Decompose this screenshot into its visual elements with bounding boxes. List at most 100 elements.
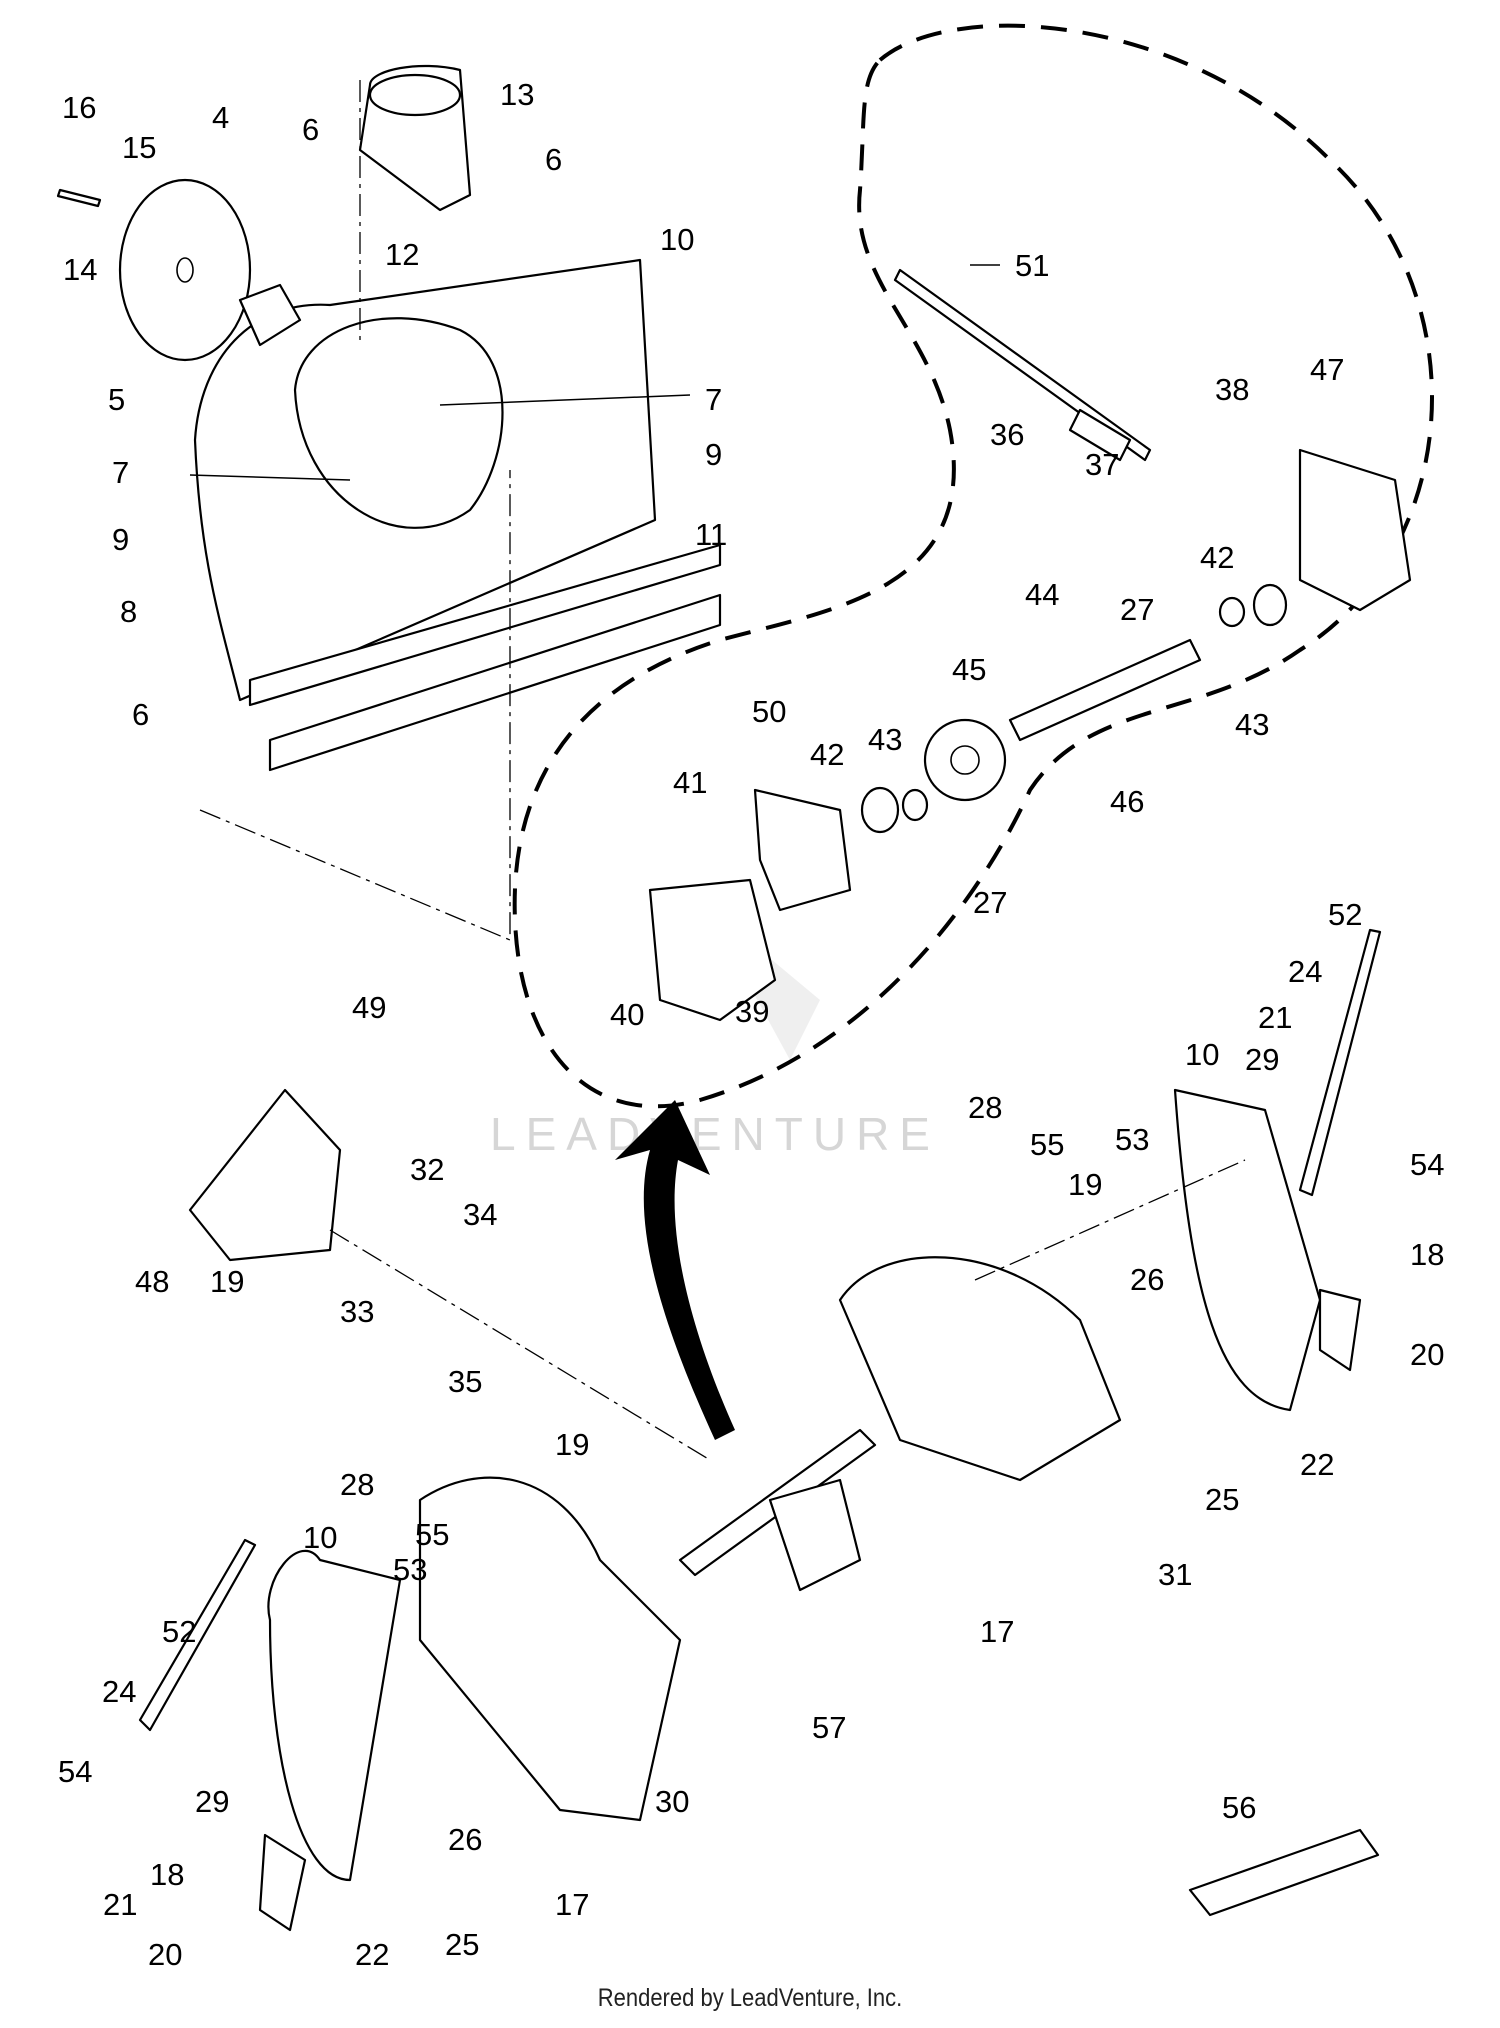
skid-52-right xyxy=(1298,928,1382,1197)
callout: 27 xyxy=(1120,592,1154,627)
callout: 19 xyxy=(1068,1167,1102,1202)
callout: 44 xyxy=(1025,577,1059,612)
callout: 54 xyxy=(58,1754,92,1789)
callout: 26 xyxy=(1130,1262,1164,1297)
callout: 25 xyxy=(1205,1482,1239,1517)
callout: 45 xyxy=(952,652,986,687)
callout: 36 xyxy=(990,417,1024,452)
callout: 43 xyxy=(868,722,902,757)
callout: 41 xyxy=(673,765,707,800)
callout: 32 xyxy=(410,1152,444,1187)
pulley-hub xyxy=(176,257,194,283)
callout: 52 xyxy=(1328,897,1362,932)
callout: 9 xyxy=(705,437,722,472)
skid-52-left xyxy=(138,1538,257,1732)
gasket-50 xyxy=(753,788,852,912)
callout: 33 xyxy=(340,1294,374,1329)
callout: 48 xyxy=(135,1264,169,1299)
callout: 43 xyxy=(1235,707,1269,742)
callout: 10 xyxy=(303,1520,337,1555)
bushing-43 xyxy=(860,786,900,834)
callout: 12 xyxy=(385,237,419,272)
bolt-16 xyxy=(56,188,102,208)
callout: 54 xyxy=(1410,1147,1444,1182)
callout: 39 xyxy=(735,994,769,1029)
callout: 7 xyxy=(112,455,129,490)
callout: 38 xyxy=(1215,372,1249,407)
washer-27 xyxy=(901,788,929,822)
callout: 29 xyxy=(1245,1042,1279,1077)
side-plate-10-left xyxy=(267,1549,402,1882)
callout: 14 xyxy=(63,252,97,287)
callout: 28 xyxy=(968,1090,1002,1125)
callout: 35 xyxy=(448,1364,482,1399)
gearbox-arrow xyxy=(615,1100,735,1440)
callout: 52 xyxy=(162,1614,196,1649)
callout: 42 xyxy=(810,737,844,772)
callout: 10 xyxy=(660,222,694,257)
callout: 57 xyxy=(812,1710,846,1745)
callout: 19 xyxy=(555,1427,589,1462)
bolt-plate-56 xyxy=(1188,1828,1380,1917)
gear-45 xyxy=(923,718,1007,802)
gearbox-group xyxy=(648,268,1412,1022)
callout: 50 xyxy=(752,694,786,729)
callout: 22 xyxy=(355,1937,389,1972)
leader xyxy=(189,474,351,481)
callout: 5 xyxy=(108,382,125,417)
right-auger-group xyxy=(768,928,1382,1592)
chain-line xyxy=(199,470,511,941)
callout: 9 xyxy=(112,522,129,557)
skid-shoe-22-left xyxy=(258,1833,307,1932)
shave-plate xyxy=(268,593,722,772)
callout: 6 xyxy=(302,112,319,147)
callout: 51 xyxy=(1015,248,1049,283)
callout: 11 xyxy=(695,517,727,552)
callout: 25 xyxy=(445,1927,479,1962)
pulley xyxy=(118,178,252,362)
callout: 17 xyxy=(980,1614,1014,1649)
callout: 17 xyxy=(555,1887,589,1922)
callout: 6 xyxy=(132,697,149,732)
worm-gear xyxy=(1068,408,1132,462)
watermark-text: LEADVENTURE xyxy=(490,1108,940,1160)
callout: 30 xyxy=(655,1784,689,1819)
callout: 31 xyxy=(1158,1557,1192,1592)
chute-ring xyxy=(368,73,462,117)
callout: 13 xyxy=(500,77,534,112)
callout: 4 xyxy=(212,100,229,135)
side-plate-48 xyxy=(188,1088,342,1262)
auger-housing-group xyxy=(56,64,722,772)
chain-line xyxy=(974,1159,1246,1281)
washer-27b xyxy=(1218,596,1246,628)
callout: 24 xyxy=(102,1674,136,1709)
callout: 15 xyxy=(122,130,156,165)
callout: 37 xyxy=(1085,447,1119,482)
callout: 8 xyxy=(120,594,137,629)
callout: 29 xyxy=(195,1784,229,1819)
gear-housing-right xyxy=(1298,448,1412,612)
left-auger-group xyxy=(138,1088,877,1932)
callout: 55 xyxy=(415,1517,449,1552)
callout: 42 xyxy=(1200,540,1234,575)
callout: 34 xyxy=(463,1197,497,1232)
callout: 24 xyxy=(1288,954,1322,989)
callout: 28 xyxy=(340,1467,374,1502)
callout-labels: 16 15 4 14 5 6 13 6 12 10 7 9 7 9 11 8 6… xyxy=(58,77,1444,1972)
side-plate-10-right xyxy=(1173,1088,1322,1412)
callout: 26 xyxy=(448,1822,482,1857)
callout: 18 xyxy=(150,1857,184,1892)
callout: 55 xyxy=(1030,1127,1064,1162)
auger-31 xyxy=(838,1256,1122,1482)
chain-line xyxy=(329,1229,711,1461)
auger-shaft-46 xyxy=(1008,638,1202,742)
callout: 21 xyxy=(103,1887,137,1922)
gearbox-detail-outline xyxy=(512,23,1435,1109)
callout: 53 xyxy=(393,1552,427,1587)
callout: 10 xyxy=(1185,1037,1219,1072)
gear-housing-left xyxy=(648,878,777,1022)
callout: 49 xyxy=(352,990,386,1025)
render-credit: Rendered by LeadVenture, Inc. xyxy=(597,1984,903,2012)
